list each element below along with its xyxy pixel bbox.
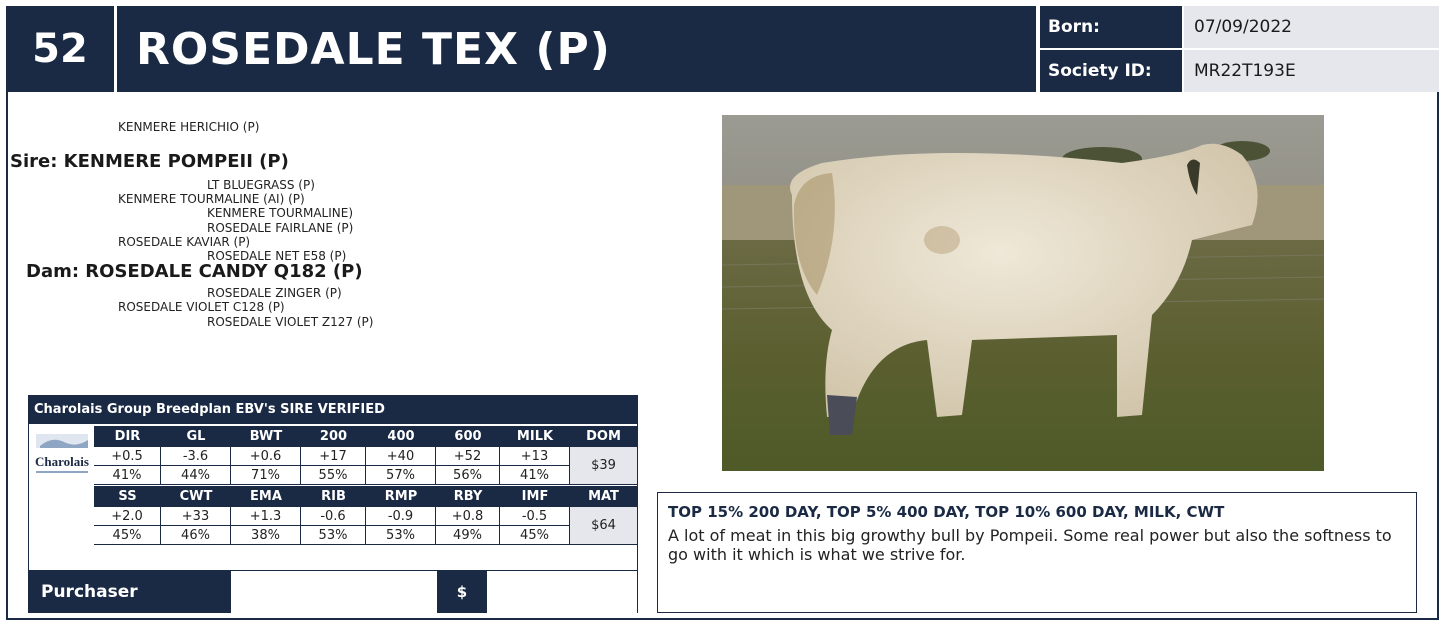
ebv-value-cell: +2.0 xyxy=(94,507,161,526)
ebv-accuracy-cell: 41% xyxy=(94,466,161,485)
ebv-accuracy-cell: 45% xyxy=(94,526,161,545)
ebv-header-cell: IMF xyxy=(500,486,570,507)
ebv-value-cell: +0.5 xyxy=(94,447,161,466)
ebv-title: Charolais Group Breedplan EBV's SIRE VER… xyxy=(28,395,638,423)
ebv-accuracy-cell: 38% xyxy=(231,526,301,545)
ebv-header-cell: 600 xyxy=(436,426,500,447)
ebv-value-cell: +52 xyxy=(436,447,500,466)
ebv-accuracy-cell: 57% xyxy=(366,466,436,485)
ebv-value-cell: +0.8 xyxy=(436,507,500,526)
ebv-header-cell: 200 xyxy=(301,426,366,447)
born-value: 07/09/2022 xyxy=(1184,6,1439,48)
ebv-value-cell: -0.9 xyxy=(366,507,436,526)
ebv-value-cell: +17 xyxy=(301,447,366,466)
ebv-value-cell: +13 xyxy=(500,447,570,466)
ebv-accuracy-cell: 45% xyxy=(500,526,570,545)
ebv-header-cell: RMP xyxy=(366,486,436,507)
highlights: TOP 15% 200 DAY, TOP 5% 400 DAY, TOP 10%… xyxy=(668,503,1225,521)
content-frame xyxy=(6,92,1439,620)
ebv-value-cell: +0.6 xyxy=(231,447,301,466)
ebv-header-cell: MILK xyxy=(500,426,570,447)
dam-sire: ROSEDALE KAVIAR (P) xyxy=(118,235,251,249)
ebv-accuracy-cell: 41% xyxy=(500,466,570,485)
ebv-value-cell: -3.6 xyxy=(161,447,231,466)
sire-dam-dam: KENMERE TOURMALINE) xyxy=(207,206,354,220)
dam-dam-dam: ROSEDALE VIOLET Z127 (P) xyxy=(207,315,374,329)
ebv-value-cell: +1.3 xyxy=(231,507,301,526)
dam-dam-sire: ROSEDALE ZINGER (P) xyxy=(207,286,342,300)
bull-photo xyxy=(722,115,1324,471)
purchaser-field[interactable] xyxy=(231,570,437,613)
sire-label: Sire: KENMERE POMPEII (P) xyxy=(10,151,289,172)
ebv-header-cell: BWT xyxy=(231,426,301,447)
ebv-accuracy-cell: 53% xyxy=(366,526,436,545)
ebv-value-cell: +33 xyxy=(161,507,231,526)
ebv-accuracy-cell: 49% xyxy=(436,526,500,545)
sire-dam-sire: LT BLUEGRASS (P) xyxy=(207,178,315,192)
dam-sire-sire: ROSEDALE FAIRLANE (P) xyxy=(207,221,354,235)
ebv-header-cell: RBY xyxy=(436,486,500,507)
logo-text: Charolais xyxy=(35,454,89,469)
header-divider xyxy=(114,6,117,92)
ebv-accuracy-cell: 55% xyxy=(301,466,366,485)
header-bar xyxy=(6,6,1036,92)
dam-dam: ROSEDALE VIOLET C128 (P) xyxy=(118,300,285,314)
ebv-accuracy-cell: 44% xyxy=(161,466,231,485)
society-id-label: Society ID: xyxy=(1040,50,1182,92)
ebv-header-cell: EMA xyxy=(231,486,301,507)
price-field[interactable] xyxy=(487,570,637,613)
ebv-header-cell: GL xyxy=(161,426,231,447)
ebv-accuracy-cell: 46% xyxy=(161,526,231,545)
ebv-accuracy-cell: 71% xyxy=(231,466,301,485)
ebv-header-cell: DIR xyxy=(94,426,161,447)
ebv-header-cell: 400 xyxy=(366,426,436,447)
ebv-header-cell: SS xyxy=(94,486,161,507)
ebv-header-cell: CWT xyxy=(161,486,231,507)
ebv-accuracy-cell: 56% xyxy=(436,466,500,485)
ebv-value-cell: -0.5 xyxy=(500,507,570,526)
ebv-index-value: $39 xyxy=(570,447,637,485)
animal-name: ROSEDALE TEX (P) xyxy=(136,23,611,75)
dam-sire-dam: ROSEDALE NET E58 (P) xyxy=(207,249,347,263)
born-label: Born: xyxy=(1040,6,1182,48)
comment-box: TOP 15% 200 DAY, TOP 5% 400 DAY, TOP 10%… xyxy=(657,492,1417,613)
purchaser-label: Purchaser xyxy=(29,570,231,613)
ebv-header-cell: RIB xyxy=(301,486,366,507)
ebv-index-header: MAT xyxy=(570,486,637,507)
description: A lot of meat in this big growthy bull b… xyxy=(668,526,1392,564)
ebv-accuracy-cell: 53% xyxy=(301,526,366,545)
charolais-logo: Charolais xyxy=(32,428,92,484)
lot-number: 52 xyxy=(32,26,88,72)
ebv-value-cell: -0.6 xyxy=(301,507,366,526)
sire-dam: KENMERE TOURMALINE (AI) (P) xyxy=(118,192,305,206)
ebv-index-header: DOM xyxy=(570,426,637,447)
price-dollar-label: $ xyxy=(437,570,487,613)
sire-sire: KENMERE HERICHIO (P) xyxy=(118,120,260,134)
ebv-index-value: $64 xyxy=(570,507,637,545)
dam-label: Dam: ROSEDALE CANDY Q182 (P) xyxy=(26,261,363,282)
society-id-value: MR22T193E xyxy=(1184,50,1439,92)
ebv-value-cell: +40 xyxy=(366,447,436,466)
